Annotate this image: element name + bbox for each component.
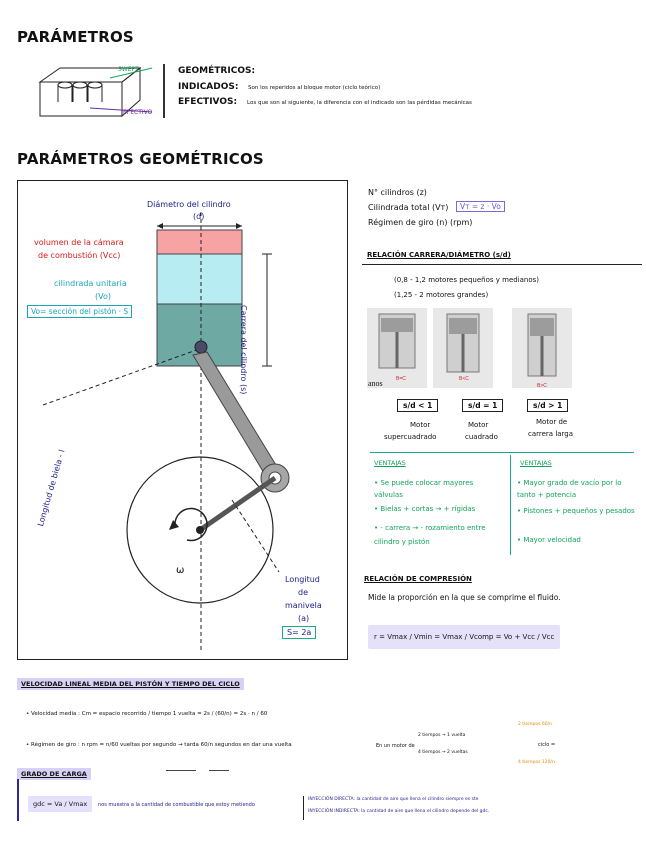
crank-label: Longitud	[285, 575, 320, 584]
ventajas-title-1: VENTAJAS	[374, 459, 406, 467]
photo-label: anos	[368, 379, 383, 388]
carga-bar	[17, 779, 19, 821]
chamber-label: volumen de la cámara	[34, 238, 124, 247]
regimen-info: Régimen de giro (n) (rpm)	[368, 218, 473, 227]
motor-label-1b: supercuadrado	[384, 433, 437, 441]
total-displacement-formula: Vт = z · Vo	[456, 201, 505, 212]
motor-label-3b: carrera larga	[528, 430, 574, 438]
motor-de-label: En un motor de	[376, 743, 415, 749]
carga-brace	[303, 796, 304, 820]
piston-diagram	[42, 212, 290, 650]
img-caption-2: B<C	[459, 376, 469, 382]
relacion-sd-rule	[362, 264, 642, 265]
motor-label-3a: Motor de	[536, 418, 568, 426]
efectivos-term: EFECTIVOS:	[178, 97, 238, 107]
compresion-title: RELACIÓN DE COMPRESIÓN	[364, 575, 472, 583]
range-text-1: (0,8 - 1,2 motores pequeños y medianos)	[394, 276, 540, 284]
unit-volume-label: cilindrada unitaria	[54, 279, 127, 288]
motor-label-2b: cuadrado	[465, 433, 498, 441]
ventaja-b2: • Pistones + pequeños y pesados	[517, 507, 635, 515]
note-two-stroke: 2 tiempos 60/n	[518, 722, 552, 727]
note-four-stroke: 4 tiempos 120/n	[518, 760, 555, 765]
swept-label: SWEPT	[118, 66, 139, 73]
omega-symbol: ω	[176, 565, 185, 576]
crank-label-4: (a)	[298, 614, 310, 623]
ventaja-b3: • Mayor velocidad	[517, 536, 581, 544]
ciclo-label: ciclo =	[538, 742, 556, 748]
ventaja-2: • Bielas + cortas → + rígidas	[374, 505, 476, 513]
inyeccion-indirecta: INYECCIÓN INDIRECTA: la cantidad de aire…	[308, 809, 490, 814]
crank-formula: S= 2a	[282, 626, 317, 639]
cylinders-info: N° cilindros (z)	[368, 188, 427, 197]
diameter-label: Diámetro del cilindro	[147, 200, 231, 209]
ventajas-rule	[370, 452, 634, 453]
four-stroke: 4 tiempos → 2 vueltas	[418, 750, 468, 755]
dash-2	[209, 770, 229, 771]
velocidad-bullet-2: • Régimen de giro : n rpm = n/60 vueltas…	[26, 742, 292, 748]
engine-image-1	[367, 308, 427, 388]
efectivos-text: Los que son al siguiente, la diferencia …	[247, 100, 472, 106]
crank-label-3: manivela	[285, 601, 322, 610]
motor-label-2a: Motor	[468, 421, 489, 429]
geo-term: GEOMÉTRICOS:	[178, 66, 256, 76]
total-displacement-info: Cilindrada total (Vт)	[368, 203, 449, 212]
effective-label: EFECTIVO	[123, 109, 153, 116]
ventaja-3: • - carrera → - rozamiento entre cilindr…	[374, 524, 486, 546]
compresion-desc: Mide la proporción en la que se comprime…	[368, 593, 561, 602]
ventaja-1: • Se puede colocar mayores válvulas	[374, 479, 474, 499]
ratio-box-2: s/d = 1	[462, 399, 504, 412]
img-caption-1: B=C	[396, 376, 406, 382]
compresion-formula: r = Vmax / Vmin = Vmax / Vcomp = Vo + Vc…	[368, 625, 561, 649]
velocidad-bullet-1: • Velocidad media : Cm = espacio recorri…	[26, 711, 268, 717]
piston-diagram-frame	[17, 180, 348, 660]
ratio-box-1: s/d < 1	[397, 399, 439, 412]
indicados-text: Son los reperidos al bloque motor (ciclo…	[248, 85, 381, 91]
carga-desc: nos muestra a la cantidad de combustible…	[98, 802, 255, 808]
chamber-label-2: de combustión (Vcc)	[38, 251, 121, 260]
unit-volume-formula: Vo= sección del pistón · S	[27, 305, 133, 318]
img-caption-3: B>C	[537, 383, 547, 389]
ventajas-divider	[510, 455, 511, 555]
diameter-symbol: (d)	[193, 212, 205, 221]
motor-label-1a: Motor	[410, 421, 431, 429]
range-text-2: (1,25 - 2 motores grandes)	[394, 291, 489, 299]
section-title-geometric: PARÁMETROS GEOMÉTRICOS	[17, 150, 264, 168]
carga-formula: gdc = Va / Vmax	[28, 796, 93, 812]
engine-block-sketch	[38, 66, 153, 118]
carga-title: GRADO DE CARGA	[17, 768, 91, 780]
stroke-label: Carrera del cilindro (s)	[239, 305, 248, 395]
velocidad-title: VELOCIDAD LINEAL MEDIA DEL PISTÓN Y TIEM…	[17, 678, 244, 690]
engine-image-3	[512, 308, 572, 388]
indicados-term: INDICADOS:	[178, 82, 239, 92]
page-title: PARÁMETROS	[17, 28, 134, 46]
ventajas-title-2: VENTAJAS	[520, 459, 552, 467]
ratio-box-3: s/d > 1	[527, 399, 569, 412]
crank-label-2: de	[298, 588, 308, 597]
inyeccion-directa: INYECCIÓN DIRECTA: la cantidad de aire q…	[308, 797, 479, 802]
unit-volume-symbol: (Vo)	[95, 292, 111, 301]
relacion-sd-title: RELACIÓN CARRERA/DIÁMETRO (s/d)	[367, 251, 511, 259]
ventaja-b1: • Mayor grado de vacío por lo tanto + po…	[517, 479, 622, 499]
engine-image-2	[433, 308, 493, 388]
divider	[163, 64, 165, 118]
dash-1	[166, 770, 196, 771]
two-stroke: 2 tiempos → 1 vuelta	[418, 733, 466, 738]
